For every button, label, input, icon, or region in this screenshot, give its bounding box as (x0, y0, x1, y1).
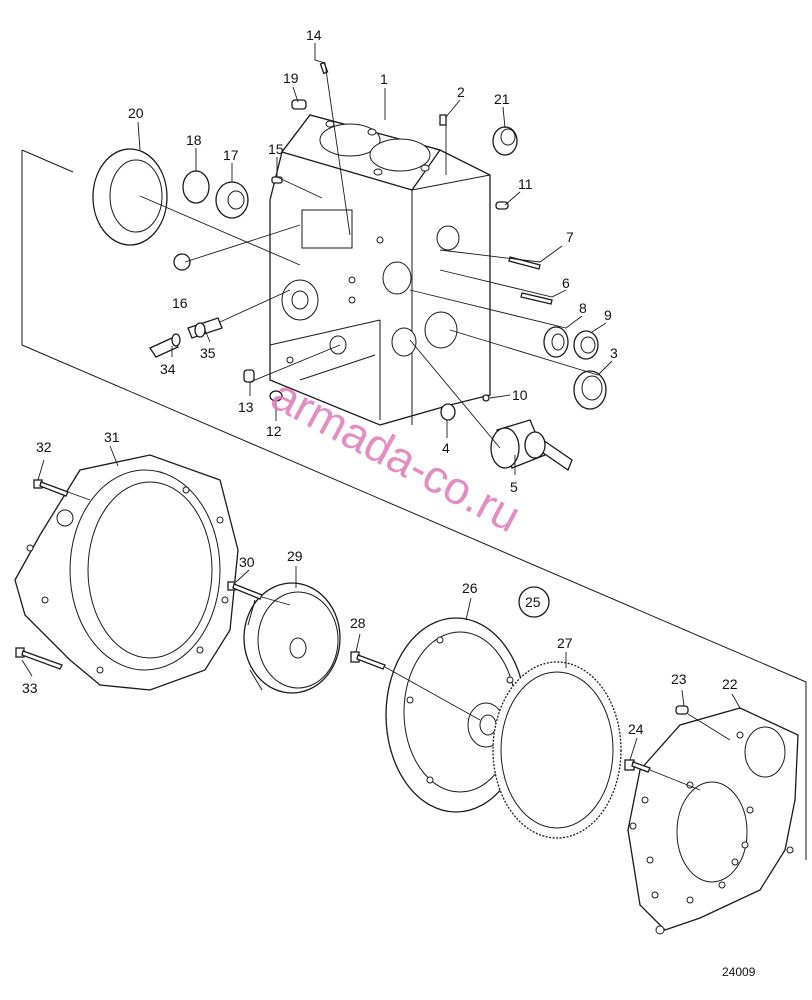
callout-14: 14 (306, 27, 322, 43)
callout-4: 4 (442, 440, 450, 456)
seal-20 (92, 148, 168, 246)
callout-10: 10 (512, 387, 528, 403)
callout-29: 29 (287, 548, 303, 564)
dowel-11 (495, 201, 509, 210)
assembly-frame (21, 149, 807, 860)
callout-9: 9 (604, 307, 612, 323)
dowel-13 (243, 369, 255, 383)
callout-labels: 1 2 3 4 5 6 7 8 9 10 11 12 13 14 15 16 1… (22, 27, 738, 737)
callout-23: 23 (671, 671, 687, 687)
callout-5: 5 (510, 479, 518, 495)
callout-33: 33 (22, 680, 38, 696)
callout-11: 11 (518, 176, 533, 192)
seal-3 (573, 370, 607, 410)
bolt-32 (33, 479, 69, 497)
callout-12: 12 (266, 423, 282, 439)
callout-28: 28 (350, 615, 366, 631)
callout-15: 15 (268, 141, 284, 157)
stud-7 (508, 256, 541, 270)
callout-13: 13 (238, 399, 254, 415)
flexible-coupling (243, 582, 341, 694)
bolt-30 (227, 581, 263, 600)
callout-17: 17 (223, 147, 239, 163)
callout-8: 8 (579, 300, 587, 316)
seal-18 (182, 170, 210, 204)
part-25-ring (518, 586, 550, 618)
callout-1: 1 (380, 71, 388, 87)
callout-24: 24 (628, 721, 644, 737)
sender-34 (149, 333, 181, 358)
callout-25: 25 (525, 594, 541, 610)
plug-16 (173, 253, 191, 271)
ring-gear (492, 661, 622, 839)
plug-2 (439, 114, 447, 126)
callout-32: 32 (36, 439, 52, 455)
flywheel-housing (14, 454, 239, 691)
bearing-9 (573, 330, 599, 360)
plug-12 (269, 390, 283, 402)
callout-34: 34 (160, 361, 176, 377)
callout-7: 7 (566, 229, 574, 245)
callout-6: 6 (562, 275, 570, 291)
callout-20: 20 (128, 105, 144, 121)
callout-2: 2 (457, 84, 465, 100)
bolt-24 (624, 759, 651, 773)
adapter-35 (187, 317, 223, 339)
callout-18: 18 (186, 132, 202, 148)
cylinder-block (269, 114, 491, 426)
leader-lines (21, 43, 741, 791)
bearing-17 (215, 181, 249, 219)
callout-3: 3 (610, 345, 618, 361)
pin-15 (271, 176, 283, 184)
callout-27: 27 (557, 635, 573, 651)
callout-16: 16 (172, 295, 188, 311)
dowel-19 (291, 99, 307, 110)
callout-35: 35 (200, 345, 216, 361)
callout-21: 21 (494, 91, 510, 107)
callout-22: 22 (722, 676, 738, 692)
plug-10 (482, 394, 490, 402)
callout-31: 31 (104, 429, 120, 445)
shaft-5 (490, 419, 573, 471)
callout-26: 26 (462, 580, 478, 596)
plug-4 (440, 403, 456, 421)
pin-6 (520, 292, 553, 305)
figure-number: 24009 (722, 965, 756, 979)
bearing-8 (543, 326, 569, 358)
adapter-plate (627, 707, 799, 935)
callout-19: 19 (283, 70, 299, 86)
dowel-23 (675, 705, 689, 715)
bolt-28 (350, 651, 386, 670)
bolt-33 (15, 647, 63, 670)
callout-30: 30 (239, 554, 255, 570)
